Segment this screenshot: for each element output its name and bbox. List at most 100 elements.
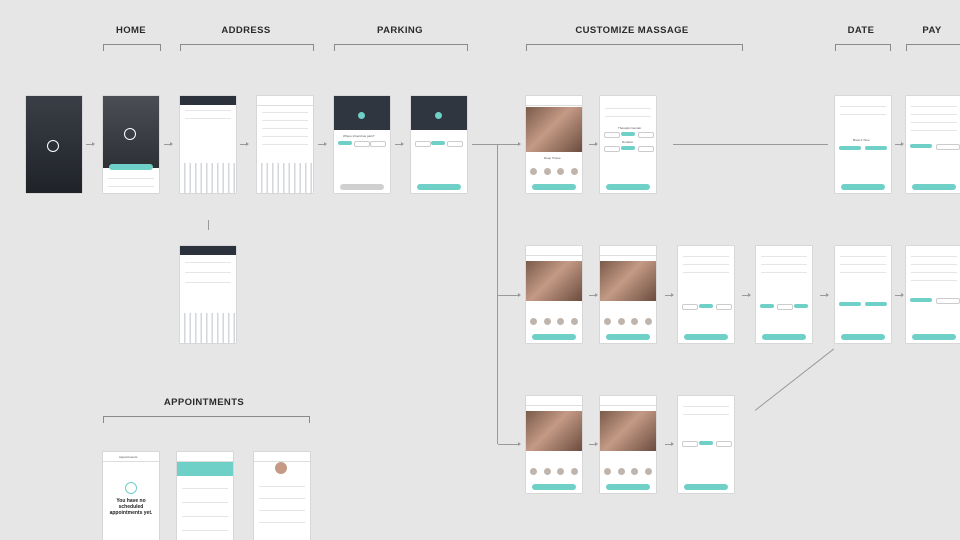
header-bar (526, 396, 582, 406)
list-divider (182, 530, 228, 531)
flow-arrow (742, 293, 751, 297)
add-card-button[interactable] (910, 144, 932, 148)
section-bracket-pay (906, 44, 960, 51)
book-time-label: Book A Time (853, 138, 870, 142)
date-option[interactable] (839, 302, 861, 306)
appointment-banner[interactable] (177, 462, 233, 476)
list-divider (108, 186, 154, 187)
add-card-button[interactable] (910, 298, 932, 302)
therapist-avatars[interactable] (530, 168, 578, 176)
continue-button[interactable] (684, 484, 728, 490)
list-divider (911, 106, 957, 107)
map-pin-icon (435, 112, 442, 119)
continue-button[interactable] (532, 184, 576, 190)
flow-arrow (498, 142, 521, 146)
promo-button[interactable] (936, 144, 960, 150)
date-option[interactable] (865, 302, 887, 306)
book-button[interactable] (912, 184, 956, 190)
flow-connector (208, 220, 209, 230)
continue-button[interactable] (417, 184, 461, 190)
section-title-pay: PAY (922, 25, 942, 36)
duration-option[interactable] (604, 146, 620, 152)
continue-button[interactable] (340, 184, 384, 190)
continue-button[interactable] (606, 184, 650, 190)
no-appointments-message: You have no scheduled appointments yet. (109, 498, 153, 516)
continue-button[interactable] (532, 334, 576, 340)
gender-option[interactable] (794, 304, 808, 308)
list-divider (262, 120, 308, 121)
gender-option[interactable] (699, 441, 713, 445)
list-divider (911, 280, 957, 281)
list-divider (683, 264, 729, 265)
gender-option[interactable] (621, 132, 635, 136)
gender-option[interactable] (777, 304, 793, 310)
header-bar (254, 452, 310, 462)
list-divider (911, 122, 957, 123)
continue-button[interactable] (532, 484, 576, 490)
continue-button[interactable] (841, 184, 885, 190)
list-divider (182, 488, 228, 489)
parking-option[interactable] (447, 141, 463, 147)
continue-button[interactable] (841, 334, 885, 340)
logo-icon (124, 128, 136, 140)
gender-option[interactable] (682, 304, 698, 310)
keyboard[interactable] (180, 313, 236, 343)
keyboard[interactable] (180, 163, 236, 193)
screen-appointment-detail (254, 452, 310, 540)
continue-button[interactable] (606, 484, 650, 490)
parking-option[interactable] (338, 141, 352, 145)
section-bracket-appointments (103, 416, 310, 423)
header-bar (180, 96, 236, 105)
list-divider (182, 502, 228, 503)
calendar-icon (125, 482, 137, 494)
screen-customize-3b (600, 396, 656, 493)
gender-label: Therapist Gender (618, 126, 642, 130)
duration-option[interactable] (621, 146, 635, 150)
gender-option[interactable] (638, 132, 654, 138)
therapist-avatars[interactable] (530, 468, 578, 476)
book-button[interactable] (912, 334, 956, 340)
list-divider (911, 256, 957, 257)
date-option[interactable] (865, 146, 887, 150)
flow-connector (472, 144, 498, 145)
therapist-avatars[interactable] (604, 318, 652, 326)
list-divider (683, 406, 729, 407)
gender-option[interactable] (760, 304, 774, 308)
parking-option[interactable] (415, 141, 431, 147)
flow-arrow (895, 142, 904, 146)
gender-option[interactable] (604, 132, 620, 138)
parking-option[interactable] (354, 141, 370, 147)
promo-button[interactable] (936, 298, 960, 304)
list-divider (259, 486, 305, 487)
therapist-avatars[interactable] (604, 468, 652, 476)
screen-pay (906, 96, 960, 193)
avatar (275, 462, 287, 474)
parking-option[interactable] (431, 141, 445, 145)
continue-button[interactable] (762, 334, 806, 340)
screen-customize-options: Therapist Gender Duration (600, 96, 656, 193)
list-divider (259, 522, 305, 523)
screen-date: Book A Time (835, 96, 891, 193)
gender-option[interactable] (699, 304, 713, 308)
gender-option[interactable] (716, 304, 732, 310)
screen-home (103, 96, 159, 193)
therapist-avatars[interactable] (530, 318, 578, 326)
header-bar (103, 452, 159, 462)
continue-button[interactable] (684, 334, 728, 340)
screen-therapist-options-3 (678, 396, 734, 493)
list-divider (683, 272, 729, 273)
header-bar (600, 396, 656, 406)
gender-option[interactable] (716, 441, 732, 447)
duration-option[interactable] (638, 146, 654, 152)
parking-option[interactable] (370, 141, 386, 147)
massage-photo (600, 261, 656, 301)
flow-arrow (820, 293, 829, 297)
book-massage-button[interactable] (109, 164, 153, 170)
continue-button[interactable] (606, 334, 650, 340)
list-divider (262, 136, 308, 137)
keyboard[interactable] (257, 163, 313, 193)
gender-option[interactable] (682, 441, 698, 447)
list-divider (683, 414, 729, 415)
screen-parking: Where should we park? (334, 96, 390, 193)
date-option[interactable] (839, 146, 861, 150)
